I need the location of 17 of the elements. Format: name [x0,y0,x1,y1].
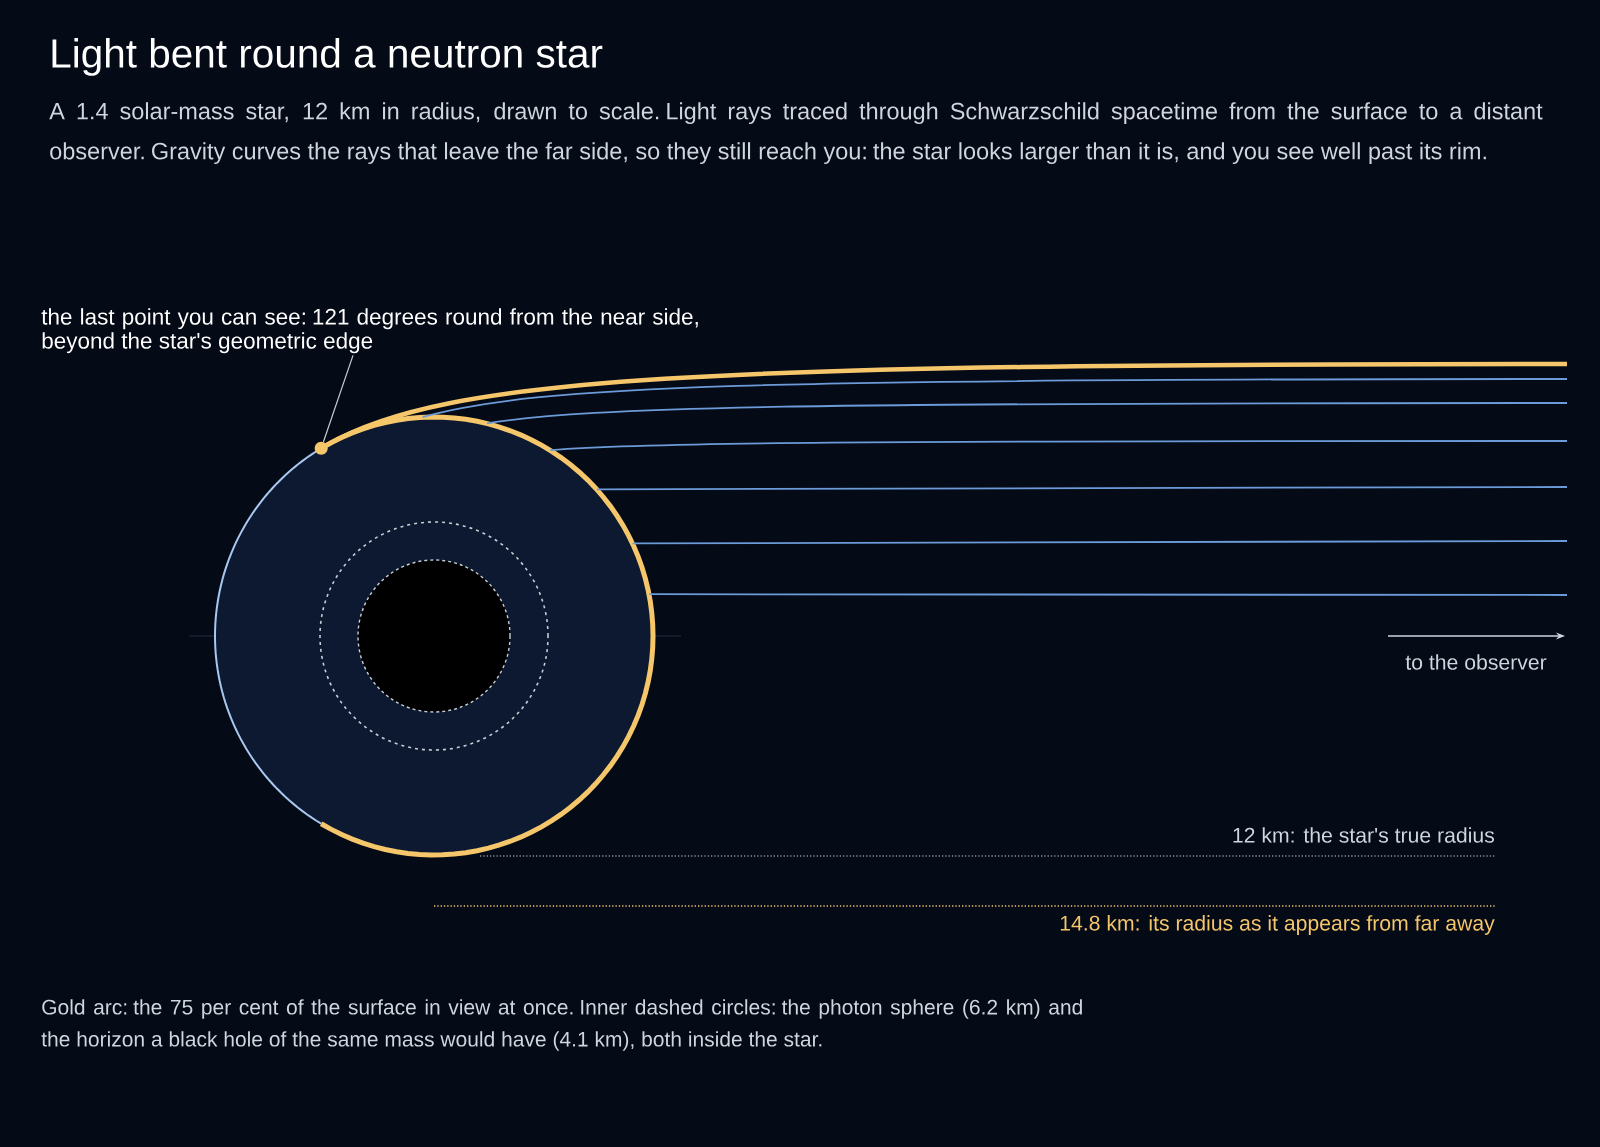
light-ray [326,361,1567,447]
light-ray [596,486,1568,491]
light-ray [421,378,1568,418]
annotation: the last point you can see: 121 degrees round from the near side, beyond the star's geometric edge [41,308,698,354]
light-ray [631,540,1568,545]
star-drawing [214,414,656,858]
title: Light bent round a neutron star [52,38,603,76]
leader-line [322,354,354,443]
caption: Gold arc: the 75 per cent of the surface in view at once. Inner dashed circles: the photon sphere (6.2 km) and the horizon a black hole of the same mass would have (4.1 km), both inside the star. [41,999,1082,1051]
light-ray [648,593,1568,596]
radius-label: 14.8 km: its radius as it appears from far away [1060,915,1495,935]
subtitle: A 1.4 solar-mass star, 12 km in radius, drawn to scale. Light rays traced through Schwarzschild spacetime from the surface to a distant observer. Gravity curves the rays that leave the far side, so they still reach you: the star looks larger than it is, and you see well past its rim. [49,102,1543,165]
light-ray [486,402,1568,425]
observer-label: to the observer [1405,654,1547,670]
point-marker [314,441,328,455]
radius-label: 12 km: the star's true radius [1233,827,1494,843]
light-ray [549,440,1568,451]
